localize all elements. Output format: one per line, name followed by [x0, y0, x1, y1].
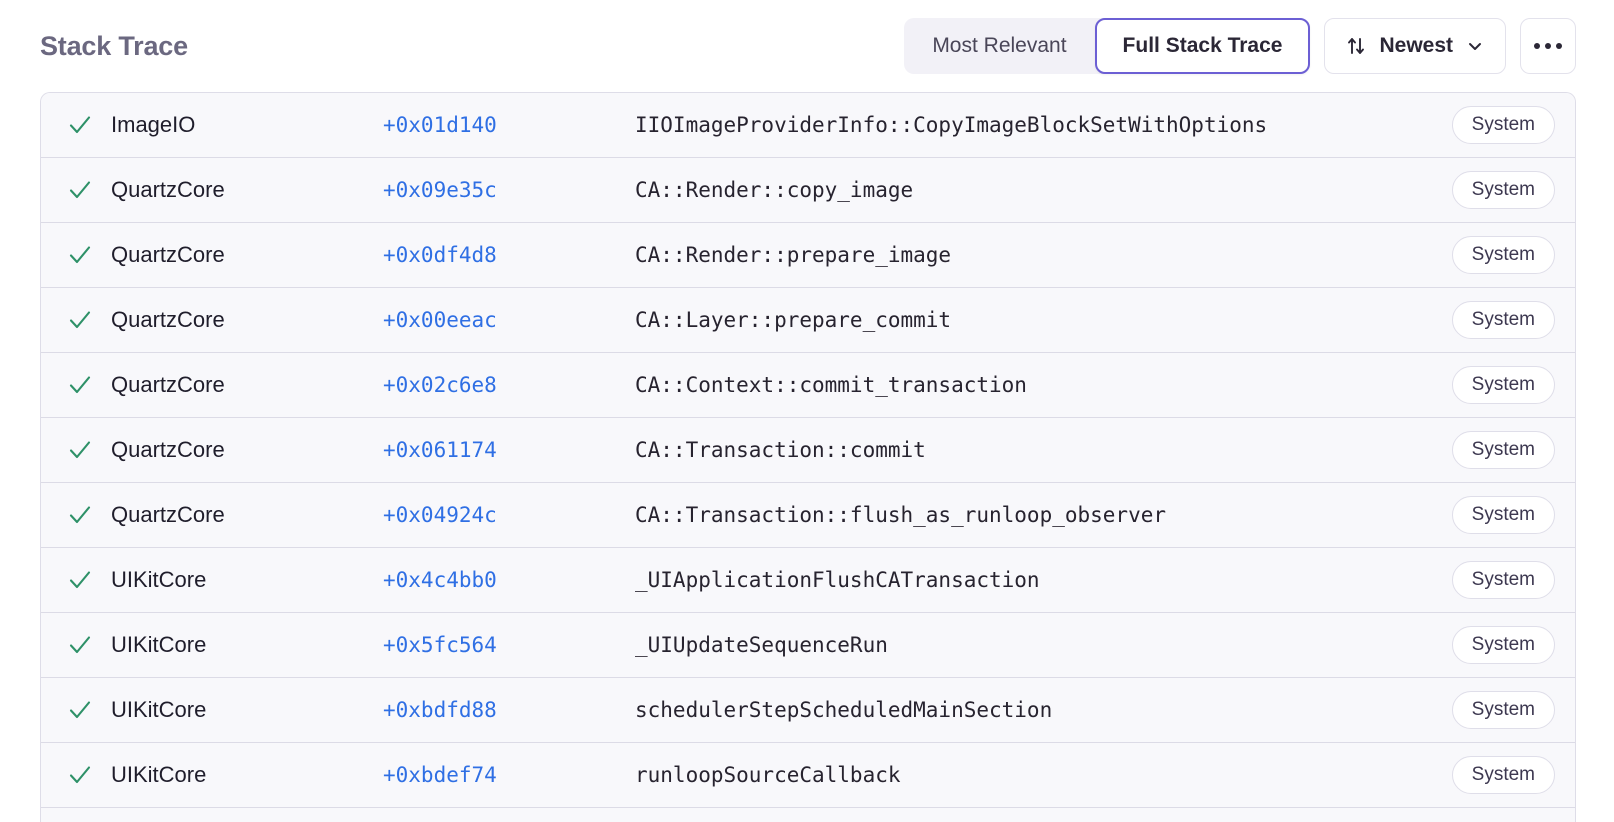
frame-binary: QuartzCore — [111, 502, 225, 527]
frame-address[interactable]: +0x01d140 — [383, 113, 497, 137]
stack-frames-table: ImageIO +0x01d140 IIOImageProviderInfo::Co… — [40, 92, 1576, 822]
checkmark-icon[interactable] — [67, 632, 111, 658]
table-row[interactable]: ImageIO +0x01d140 IIOImageProviderInfo::Co… — [41, 93, 1575, 158]
frame-tag-cell: System — [1451, 236, 1555, 274]
frame-binary: UIKitCore — [111, 632, 207, 657]
sort-button[interactable]: Newest — [1324, 18, 1506, 74]
stack-trace-mode-segmented-control[interactable]: Most Relevant Full Stack Trace — [904, 18, 1311, 74]
frame-address[interactable]: +0x4c4bb0 — [383, 568, 497, 592]
frame-address[interactable]: +0xbdfd88 — [383, 698, 497, 722]
frame-tag-cell: System — [1451, 301, 1555, 339]
frame-binary: UIKitCore — [111, 697, 207, 722]
checkmark-icon[interactable] — [67, 567, 111, 593]
status-badge: System — [1451, 431, 1555, 469]
frame-binary: QuartzCore — [111, 307, 225, 332]
checkmark-icon[interactable] — [67, 112, 111, 138]
checkmark-icon[interactable] — [67, 307, 111, 333]
frame-binary: UIKitCore — [111, 567, 207, 592]
status-badge: System — [1451, 366, 1555, 404]
frame-binary: QuartzCore — [111, 372, 225, 397]
panel-header: Stack Trace Most Relevant Full Stack Tra… — [0, 0, 1614, 92]
table-row[interactable]: QuartzCore +0x09e35c CA::Render::copy_imag… — [41, 158, 1575, 223]
frame-address[interactable]: +0x061174 — [383, 438, 497, 462]
table-row[interactable]: QuartzCore +0x061174 CA::Transaction::comm… — [41, 418, 1575, 483]
status-badge: System — [1451, 171, 1555, 209]
status-badge: System — [1451, 496, 1555, 534]
status-badge: System — [1451, 236, 1555, 274]
more-options-button[interactable] — [1520, 18, 1576, 74]
frame-tag-cell: System — [1451, 626, 1555, 664]
frame-tag-cell: System — [1451, 496, 1555, 534]
checkmark-icon[interactable] — [67, 242, 111, 268]
sort-button-label: Newest — [1379, 34, 1453, 57]
frame-tag-cell: System — [1451, 561, 1555, 599]
checkmark-icon[interactable] — [67, 177, 111, 203]
frame-binary: QuartzCore — [111, 177, 225, 202]
page-title: Stack Trace — [40, 30, 188, 61]
status-badge: System — [1451, 301, 1555, 339]
table-row[interactable]: UIKitCore +0xbdfd88 schedulerStepScheduled… — [41, 678, 1575, 743]
header-controls: Most Relevant Full Stack Trace Newest — [904, 18, 1576, 74]
frame-symbol: CA::Layer::prepare_commit — [635, 307, 952, 332]
status-badge: System — [1451, 106, 1555, 144]
checkmark-icon[interactable] — [67, 697, 111, 723]
ellipsis-icon — [1534, 43, 1562, 49]
frame-address[interactable]: +0x04924c — [383, 503, 497, 527]
tab-most-relevant[interactable]: Most Relevant — [932, 34, 1067, 57]
table-row[interactable]: QuartzCore +0x0df4d8 CA::Render::prepare_i… — [41, 223, 1575, 288]
frame-symbol: IIOImageProviderInfo::CopyImageBlockSetW… — [635, 112, 1268, 137]
tab-full-stack-trace[interactable]: Full Stack Trace — [1094, 18, 1311, 74]
frame-symbol: CA::Context::commit_transaction — [635, 372, 1027, 397]
chevron-down-icon — [1465, 36, 1485, 56]
frame-symbol: CA::Transaction::commit — [635, 437, 926, 462]
checkmark-icon[interactable] — [67, 762, 111, 788]
sort-arrows-icon — [1345, 35, 1367, 57]
frame-symbol: CA::Render::prepare_image — [635, 242, 952, 267]
frame-tag-cell: System — [1451, 171, 1555, 209]
table-row[interactable]: QuartzCore +0x04924c CA::Transaction::flus… — [41, 483, 1575, 548]
frame-tag-cell: System — [1451, 431, 1555, 469]
table-row[interactable]: QuartzCore +0x00eeac CA::Layer::prepare_co… — [41, 288, 1575, 353]
table-row[interactable]: UIKitCore +0x4c4bb0 _UIApplicationFlushCAT… — [41, 548, 1575, 613]
table-row[interactable]: UIKitCore +0x5fc564 _UIUpdateSequenceRun Sy… — [41, 613, 1575, 678]
frame-binary: QuartzCore — [111, 242, 225, 267]
frame-tag-cell: System — [1451, 691, 1555, 729]
status-badge: System — [1451, 756, 1555, 794]
table-row[interactable]: QuartzCore +0x02c6e8 CA::Context::commit_t… — [41, 353, 1575, 418]
status-badge: System — [1451, 691, 1555, 729]
frame-binary: UIKitCore — [111, 762, 207, 787]
frame-binary: QuartzCore — [111, 437, 225, 462]
frame-symbol: CA::Transaction::flush_as_runloop_observ… — [635, 502, 1167, 527]
frame-symbol: _UIUpdateSequenceRun — [635, 632, 888, 657]
frame-address[interactable]: +0x00eeac — [383, 308, 497, 332]
checkmark-icon[interactable] — [67, 437, 111, 463]
table-row[interactable]: UIKitCore +0xbdef74 runloopSourceCallback S… — [41, 743, 1575, 808]
frame-address[interactable]: +0x5fc564 — [383, 633, 497, 657]
frame-tag-cell: System — [1451, 756, 1555, 794]
frame-tag-cell: System — [1451, 366, 1555, 404]
frame-address[interactable]: +0x0df4d8 — [383, 243, 497, 267]
status-badge: System — [1451, 626, 1555, 664]
frame-address[interactable]: +0x02c6e8 — [383, 373, 497, 397]
frame-address[interactable]: +0x09e35c — [383, 178, 497, 202]
checkmark-icon[interactable] — [67, 502, 111, 528]
frame-binary: ImageIO — [111, 112, 196, 137]
frame-symbol: runloopSourceCallback — [635, 762, 901, 787]
checkmark-icon[interactable] — [67, 372, 111, 398]
status-badge: System — [1451, 561, 1555, 599]
frame-tag-cell: System — [1451, 106, 1555, 144]
frame-address[interactable]: +0xbdef74 — [383, 763, 497, 787]
frame-symbol: schedulerStepScheduledMainSection — [635, 697, 1053, 722]
frame-symbol: _UIApplicationFlushCATransaction — [635, 567, 1040, 592]
frame-symbol: CA::Render::copy_image — [635, 177, 914, 202]
